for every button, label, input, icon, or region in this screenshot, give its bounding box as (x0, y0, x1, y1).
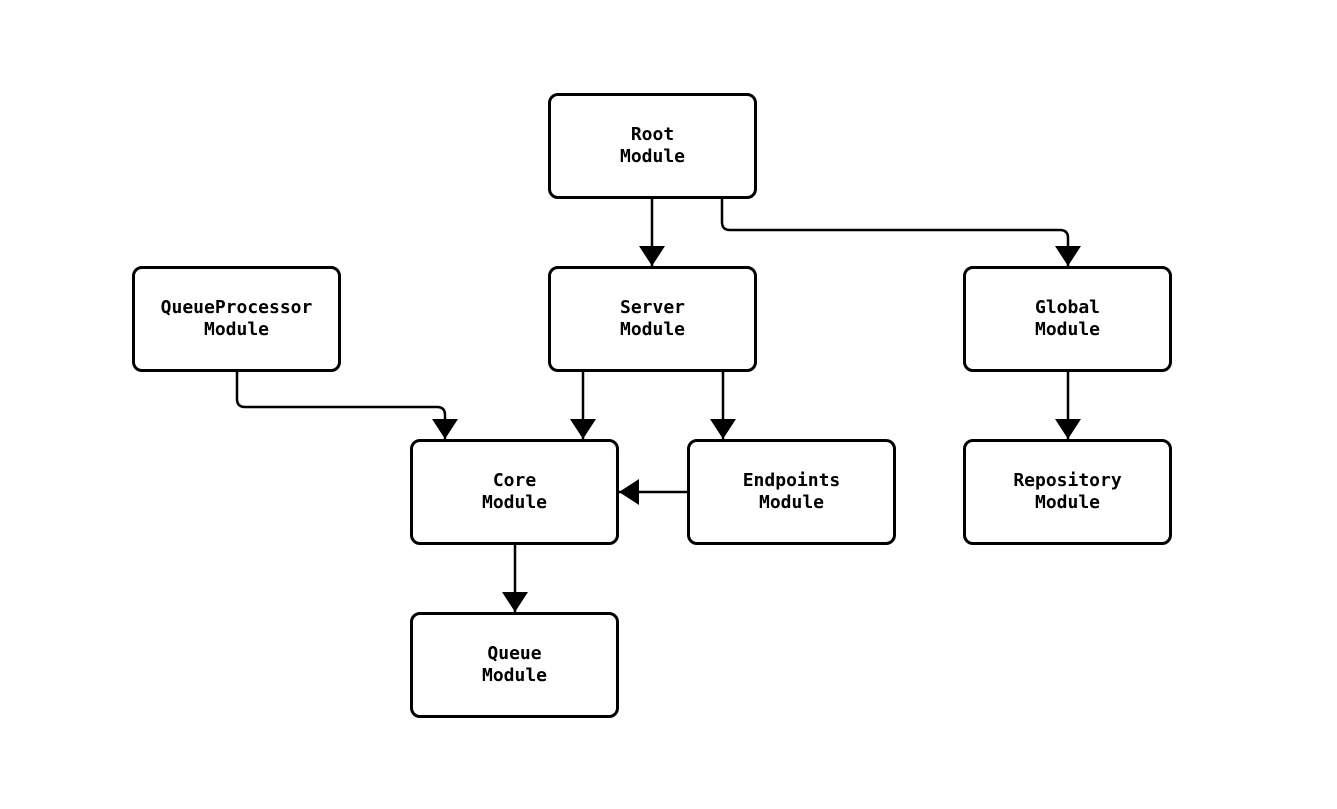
edge-root-to-global (720, 199, 1081, 266)
node-global-module: Global Module (963, 266, 1172, 372)
node-label-line: Global (1034, 297, 1101, 318)
node-label-line: Module (1034, 492, 1101, 513)
node-label-line: Endpoints (742, 470, 841, 491)
node-repository-module: Repository Module (963, 439, 1172, 545)
node-label-line: Module (203, 319, 270, 340)
node-label-line: Module (481, 665, 548, 686)
node-server-module: Server Module (548, 266, 757, 372)
node-label-line: Queue (487, 643, 542, 664)
edge-queueprocessor-to-core (235, 372, 458, 439)
node-queueprocessor-module: QueueProcessor Module (132, 266, 341, 372)
node-label-line: Repository (1013, 470, 1122, 491)
node-label-line: Module (619, 319, 686, 340)
node-label-line: Server (619, 297, 686, 318)
node-label-line: Module (758, 492, 825, 513)
node-label-line: Core (492, 470, 537, 491)
node-core-module: Core Module (410, 439, 619, 545)
node-queue-module: Queue Module (410, 612, 619, 718)
node-label-line: Module (619, 146, 686, 167)
node-label-line: Module (1034, 319, 1101, 340)
node-label-line: QueueProcessor (160, 297, 313, 318)
node-label-line: Root (630, 124, 675, 145)
node-label-line: Module (481, 492, 548, 513)
node-endpoints-module: Endpoints Module (687, 439, 896, 545)
node-root-module: Root Module (548, 93, 757, 199)
